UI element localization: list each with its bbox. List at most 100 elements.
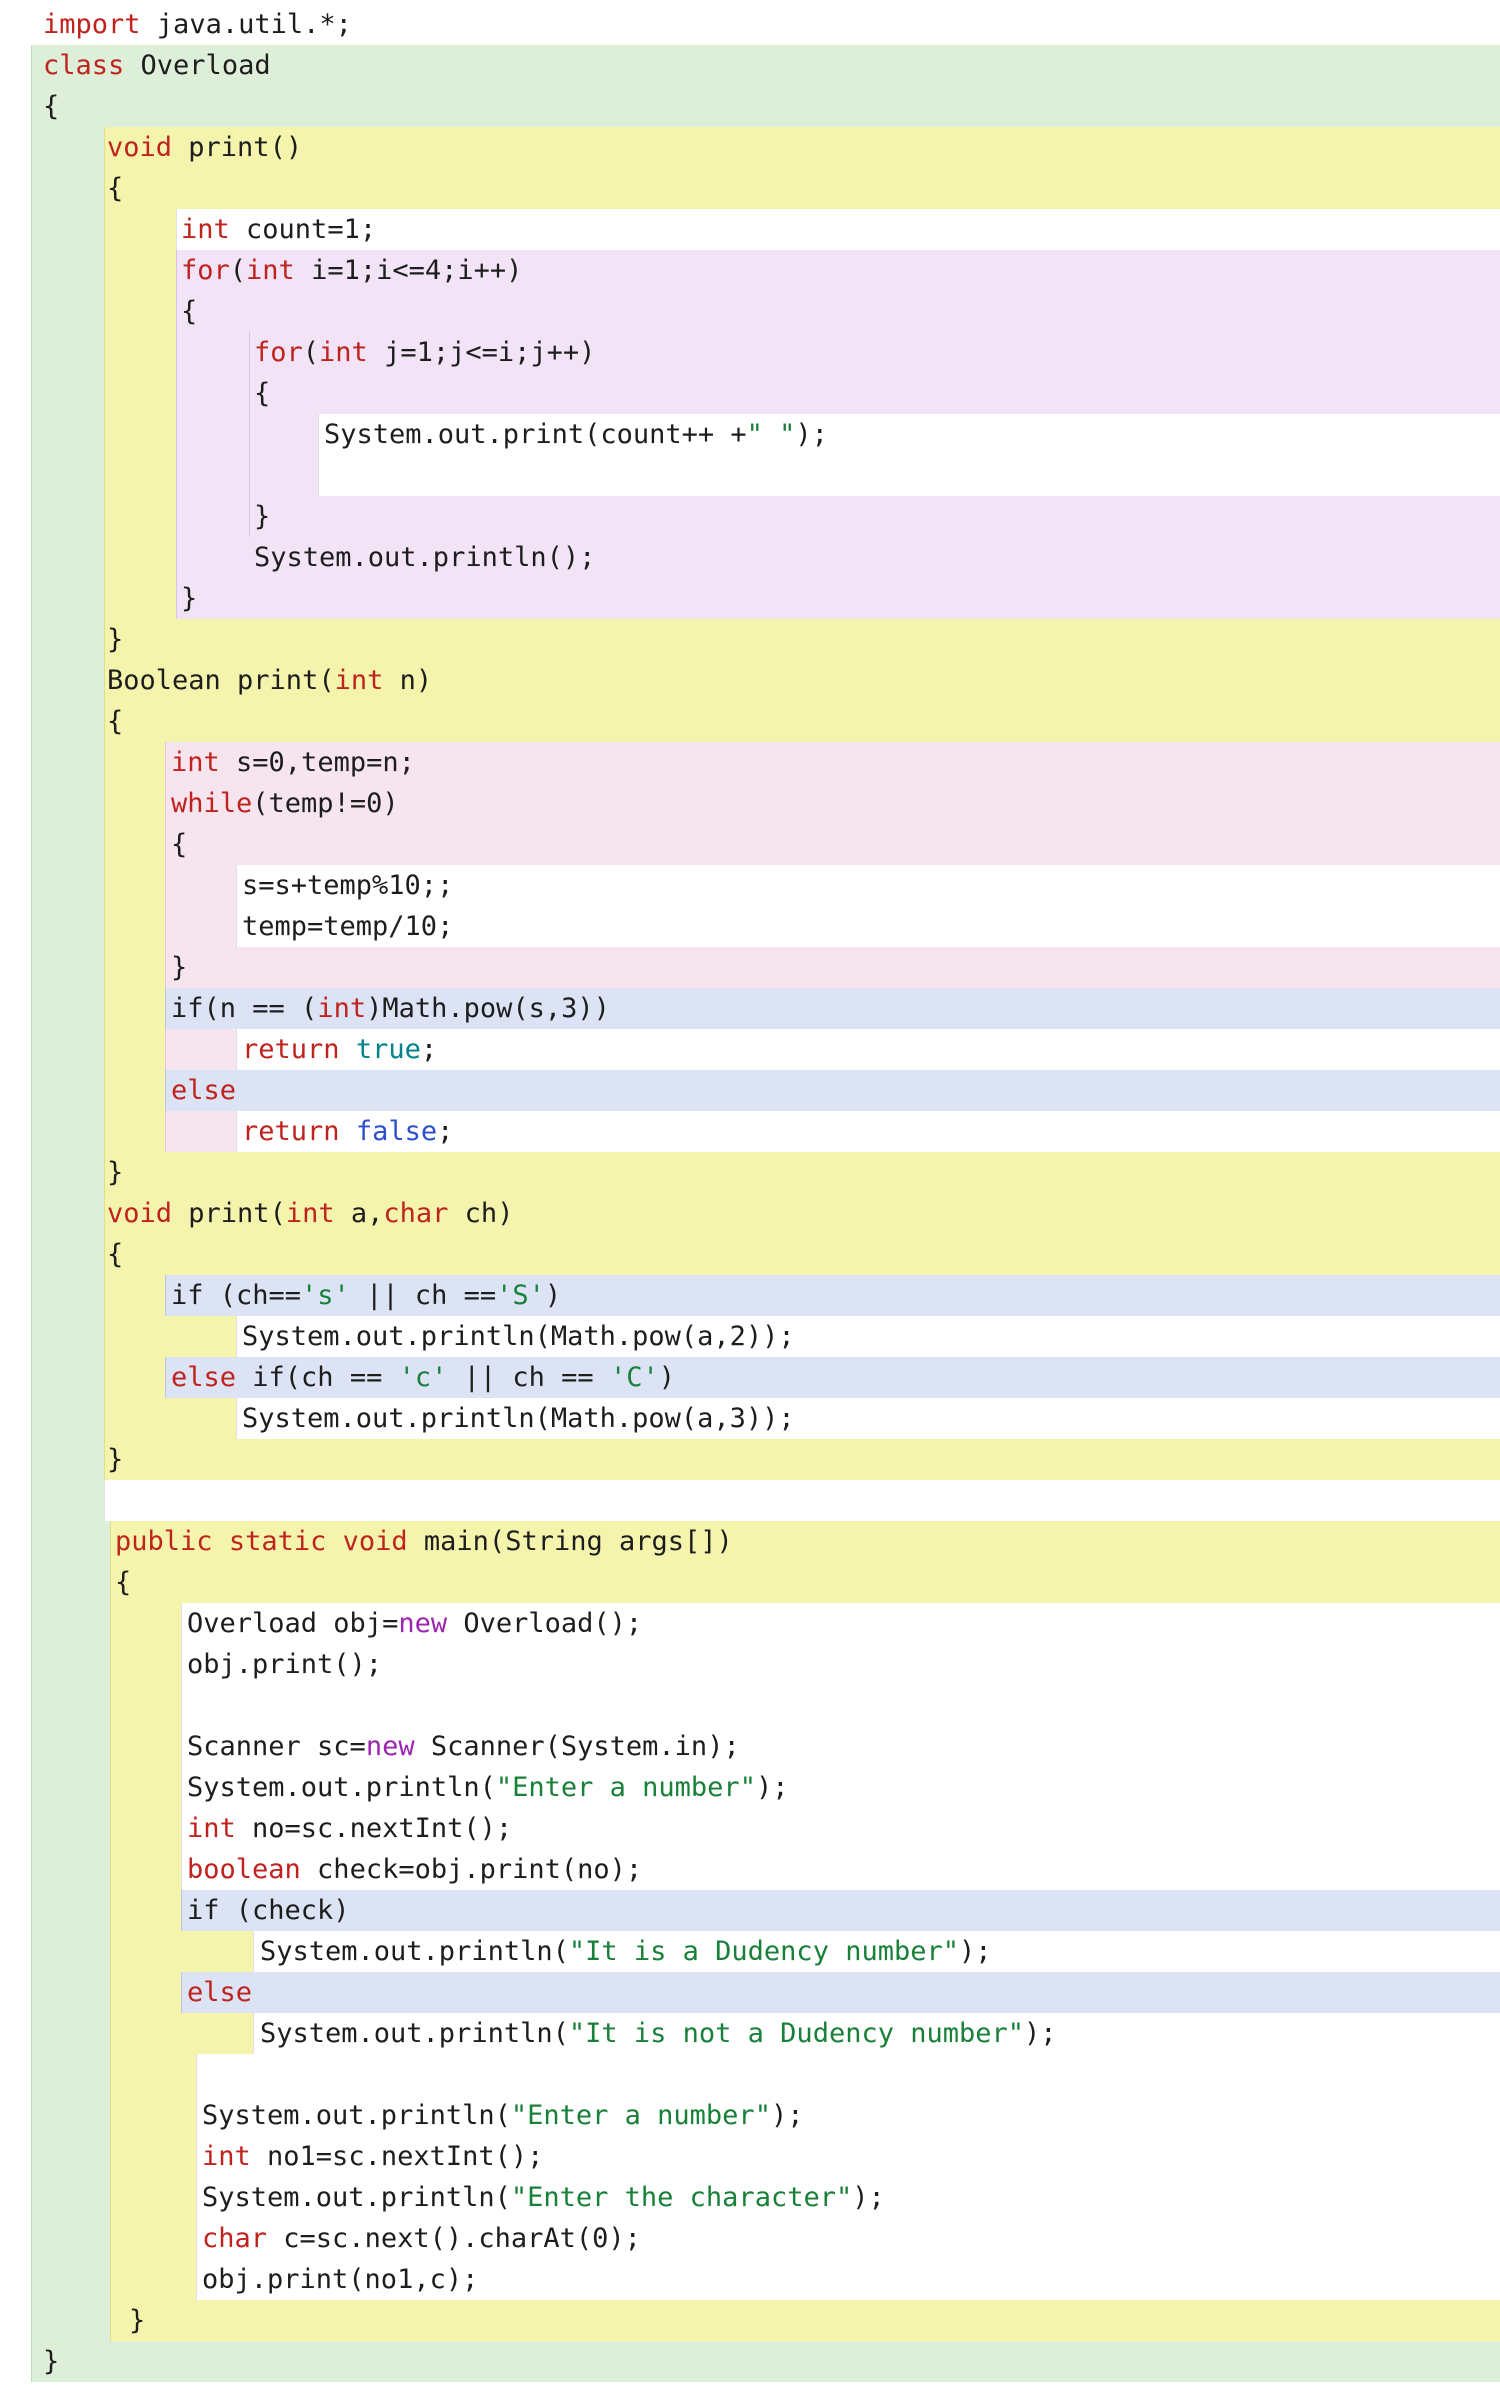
code-line-text: void print(int a,char ch) <box>107 1193 513 1234</box>
token-plain: } <box>107 1444 124 1475</box>
code-line[interactable]: return true; <box>0 1029 1500 1070</box>
token-plain <box>340 1116 356 1147</box>
code-line[interactable]: int s=0,temp=n; <box>0 742 1500 783</box>
code-line[interactable]: return false; <box>0 1111 1500 1152</box>
code-line[interactable]: { <box>0 701 1500 742</box>
token-kw: char <box>202 2223 268 2254</box>
token-plain: count=1; <box>229 214 377 245</box>
code-line[interactable]: for(int i=1;i<=4;i++) <box>0 250 1500 291</box>
token-kw: for <box>181 255 230 286</box>
code-line-text: obj.print(no1,c); <box>202 2259 478 2300</box>
code-line[interactable]: else <box>0 1972 1500 2013</box>
code-line[interactable]: Overload obj=new Overload(); <box>0 1603 1500 1644</box>
code-line[interactable]: if (check) <box>0 1890 1500 1931</box>
scope-band-white <box>236 1316 1500 1357</box>
code-line[interactable]: System.out.println("It is not a Dudency … <box>0 2013 1500 2054</box>
code-line[interactable]: obj.print(); <box>0 1644 1500 1685</box>
code-line[interactable]: } <box>0 2300 1500 2341</box>
code-line-text: { <box>254 373 270 414</box>
code-line[interactable]: { <box>0 291 1500 332</box>
token-plain: ) <box>544 1280 562 1311</box>
code-line[interactable]: int no1=sc.nextInt(); <box>0 2136 1500 2177</box>
code-line[interactable]: System.out.println(Math.pow(a,2)); <box>0 1316 1500 1357</box>
token-plain: if (check) <box>187 1895 350 1926</box>
code-line[interactable]: { <box>0 1562 1500 1603</box>
code-line[interactable]: if (ch=='s' || ch =='S') <box>0 1275 1500 1316</box>
token-plain: j=1;j<=i;j++) <box>367 337 596 368</box>
code-line[interactable]: void print(int a,char ch) <box>0 1193 1500 1234</box>
code-line[interactable]: } <box>0 1152 1500 1193</box>
code-line[interactable] <box>0 2054 1500 2095</box>
code-line[interactable]: System.out.println(); <box>0 537 1500 578</box>
code-line-text: Boolean print(int n) <box>107 660 432 701</box>
token-str: 'c' <box>398 1362 448 1393</box>
token-plain: System.out.println( <box>202 2182 511 2213</box>
code-line[interactable]: s=s+temp%10;; <box>0 865 1500 906</box>
code-line[interactable]: } <box>0 947 1500 988</box>
code-line[interactable]: else if(ch == 'c' || ch == 'C') <box>0 1357 1500 1398</box>
token-kw: int <box>181 214 230 245</box>
code-line[interactable]: } <box>0 619 1500 660</box>
code-line[interactable]: System.out.print(count++ +" "); <box>0 414 1500 455</box>
token-kw: else <box>171 1075 237 1106</box>
scope-band-lavender <box>249 373 1500 414</box>
code-line-text: } <box>107 1152 123 1193</box>
code-line[interactable]: { <box>0 86 1500 127</box>
code-line[interactable]: char c=sc.next().charAt(0); <box>0 2218 1500 2259</box>
code-line-text: { <box>107 701 123 742</box>
token-plain: )Math.pow(s,3)) <box>366 993 610 1024</box>
code-line-text: Scanner sc=new Scanner(System.in); <box>187 1726 740 1767</box>
scope-band-white <box>181 1603 1500 1644</box>
code-line[interactable] <box>0 1480 1500 1521</box>
code-line[interactable]: { <box>0 824 1500 865</box>
token-str: "Enter a number" <box>495 1772 756 1803</box>
code-line[interactable]: { <box>0 168 1500 209</box>
code-line[interactable]: { <box>0 373 1500 414</box>
code-line[interactable]: System.out.println("Enter the character"… <box>0 2177 1500 2218</box>
code-line[interactable]: } <box>0 578 1500 619</box>
code-line-text: char c=sc.next().charAt(0); <box>202 2218 641 2259</box>
code-line[interactable]: obj.print(no1,c); <box>0 2259 1500 2300</box>
token-str: 'C' <box>609 1362 659 1393</box>
code-line[interactable]: public static void main(String args[]) <box>0 1521 1500 1562</box>
code-line[interactable]: int no=sc.nextInt(); <box>0 1808 1500 1849</box>
code-line[interactable]: while(temp!=0) <box>0 783 1500 824</box>
code-line[interactable]: System.out.println("Enter a number"); <box>0 2095 1500 2136</box>
token-plain: if(n == ( <box>171 993 318 1024</box>
code-line[interactable]: if(n == (int)Math.pow(s,3)) <box>0 988 1500 1029</box>
code-line[interactable]: { <box>0 1234 1500 1275</box>
token-kw: import <box>43 9 141 40</box>
code-line-text: import java.util.*; <box>43 4 352 45</box>
code-line[interactable]: boolean check=obj.print(no); <box>0 1849 1500 1890</box>
code-line-text: temp=temp/10; <box>242 906 453 947</box>
code-line[interactable]: import java.util.*; <box>0 4 1500 45</box>
code-line-text: } <box>107 619 123 660</box>
code-line[interactable]: for(int j=1;j<=i;j++) <box>0 332 1500 373</box>
code-line[interactable]: } <box>0 496 1500 537</box>
scope-band-yellow <box>104 1439 1500 1480</box>
token-plain: System.out.println(Math.pow(a,3)); <box>242 1403 795 1434</box>
code-line-text: class Overload <box>43 45 271 86</box>
code-line[interactable]: } <box>0 1439 1500 1480</box>
scope-band-white <box>196 2136 1500 2177</box>
code-line[interactable]: void print() <box>0 127 1500 168</box>
code-line[interactable]: else <box>0 1070 1500 1111</box>
token-plain: System.out.println(Math.pow(a,2)); <box>242 1321 795 1352</box>
code-line[interactable]: } <box>0 2341 1500 2382</box>
code-line[interactable]: Scanner sc=new Scanner(System.in); <box>0 1726 1500 1767</box>
scope-band-lavender <box>176 291 1500 332</box>
code-line[interactable]: int count=1; <box>0 209 1500 250</box>
code-line[interactable]: System.out.println(Math.pow(a,3)); <box>0 1398 1500 1439</box>
code-line[interactable]: System.out.println("It is a Dudency numb… <box>0 1931 1500 1972</box>
code-line-text: System.out.print(count++ +" "); <box>324 414 828 455</box>
token-plain <box>326 1526 342 1557</box>
code-line[interactable]: temp=temp/10; <box>0 906 1500 947</box>
code-line[interactable]: Boolean print(int n) <box>0 660 1500 701</box>
code-line-text: { <box>115 1562 131 1603</box>
code-line[interactable] <box>0 1685 1500 1726</box>
code-line[interactable]: class Overload <box>0 45 1500 86</box>
code-line[interactable] <box>0 455 1500 496</box>
code-line[interactable]: System.out.println("Enter a number"); <box>0 1767 1500 1808</box>
token-plain: ch) <box>448 1198 514 1229</box>
